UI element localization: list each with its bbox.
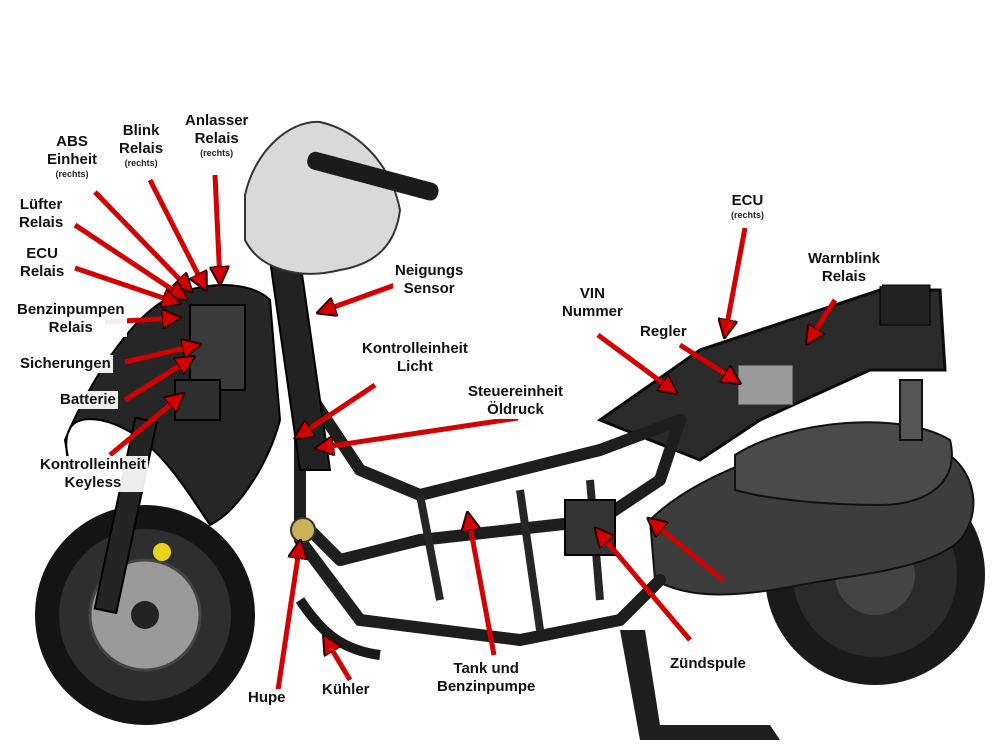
label-abs-einheit: ABS Einheit (rechts) [45, 133, 100, 179]
arrow-neigung [320, 282, 396, 312]
ignition-coil [564, 499, 616, 556]
label-blink-relais: Blink Relais (rechts) [117, 122, 166, 168]
arrow-warnblink [808, 298, 838, 342]
arrow-kuehler [325, 638, 353, 682]
steering-column [268, 259, 332, 471]
label-benzinpumpen-relais: Benzinpumpen Relais [15, 301, 127, 337]
label-steuereinheit-oeldruck: Steuereinheit Öldruck [466, 383, 566, 419]
scooter-illustration [35, 120, 985, 740]
label-ecu-rechts: ECU (rechts) [729, 192, 767, 220]
label-regler: Regler [638, 323, 689, 341]
label-luefter-relais: Lüfter Relais [17, 196, 66, 232]
arrow-vin [596, 332, 675, 392]
arrow-ecu-left [74, 265, 178, 303]
label-sicherungen: Sicherungen [18, 355, 113, 373]
arrow-anlasser [215, 174, 220, 282]
rear-shock [899, 379, 923, 441]
label-batterie: Batterie [58, 391, 118, 409]
arrow-batterie [123, 358, 192, 403]
horn [290, 517, 316, 543]
battery [174, 379, 221, 421]
radiator-hose [295, 597, 381, 660]
arrow-licht [297, 382, 377, 437]
front-wheel [35, 505, 255, 725]
arrow-regler [678, 342, 738, 382]
label-kontrolleinheit-keyless: Kontrolleinheit Keyless [38, 456, 148, 492]
arrow-oeldruck [318, 415, 519, 448]
label-kontrolleinheit-licht: Kontrolleinheit Licht [360, 340, 470, 376]
label-neigungs-sensor: Neigungs Sensor [393, 262, 466, 298]
arrow-abs [93, 190, 190, 290]
headlight-cowl [244, 120, 402, 275]
arrow-hupe [275, 543, 300, 691]
arrow-keyless [108, 395, 182, 457]
arrow-tank [468, 515, 497, 656]
label-warnblink-relais: Warnblink Relais [806, 250, 882, 286]
arrow-sicherungen [124, 345, 198, 365]
label-hupe: Hupe [246, 689, 288, 707]
arrow-zuendspule-2 [650, 520, 725, 582]
label-zuendspule: Zündspule [668, 655, 748, 673]
arrow-blink [147, 178, 205, 288]
label-tank-benzinpumpe: Tank und Benzinpumpe [435, 660, 538, 696]
ecu-module [879, 284, 931, 326]
rear-body-panel [734, 421, 953, 507]
handlebar [307, 151, 439, 201]
label-kuehler: Kühler [320, 681, 372, 699]
main-frame [294, 374, 686, 566]
label-ecu-relais: ECU Relais [18, 245, 67, 281]
arrow-ecu-right [725, 227, 748, 335]
arrow-luefter [73, 222, 185, 298]
arrow-zuendspule-1 [597, 530, 692, 642]
center-stand [620, 630, 780, 740]
lower-frame [294, 534, 666, 647]
label-anlasser-relais: Anlasser Relais (rechts) [183, 112, 251, 158]
label-vin-nummer: VIN Nummer [560, 285, 625, 321]
regulator-module [737, 364, 794, 406]
